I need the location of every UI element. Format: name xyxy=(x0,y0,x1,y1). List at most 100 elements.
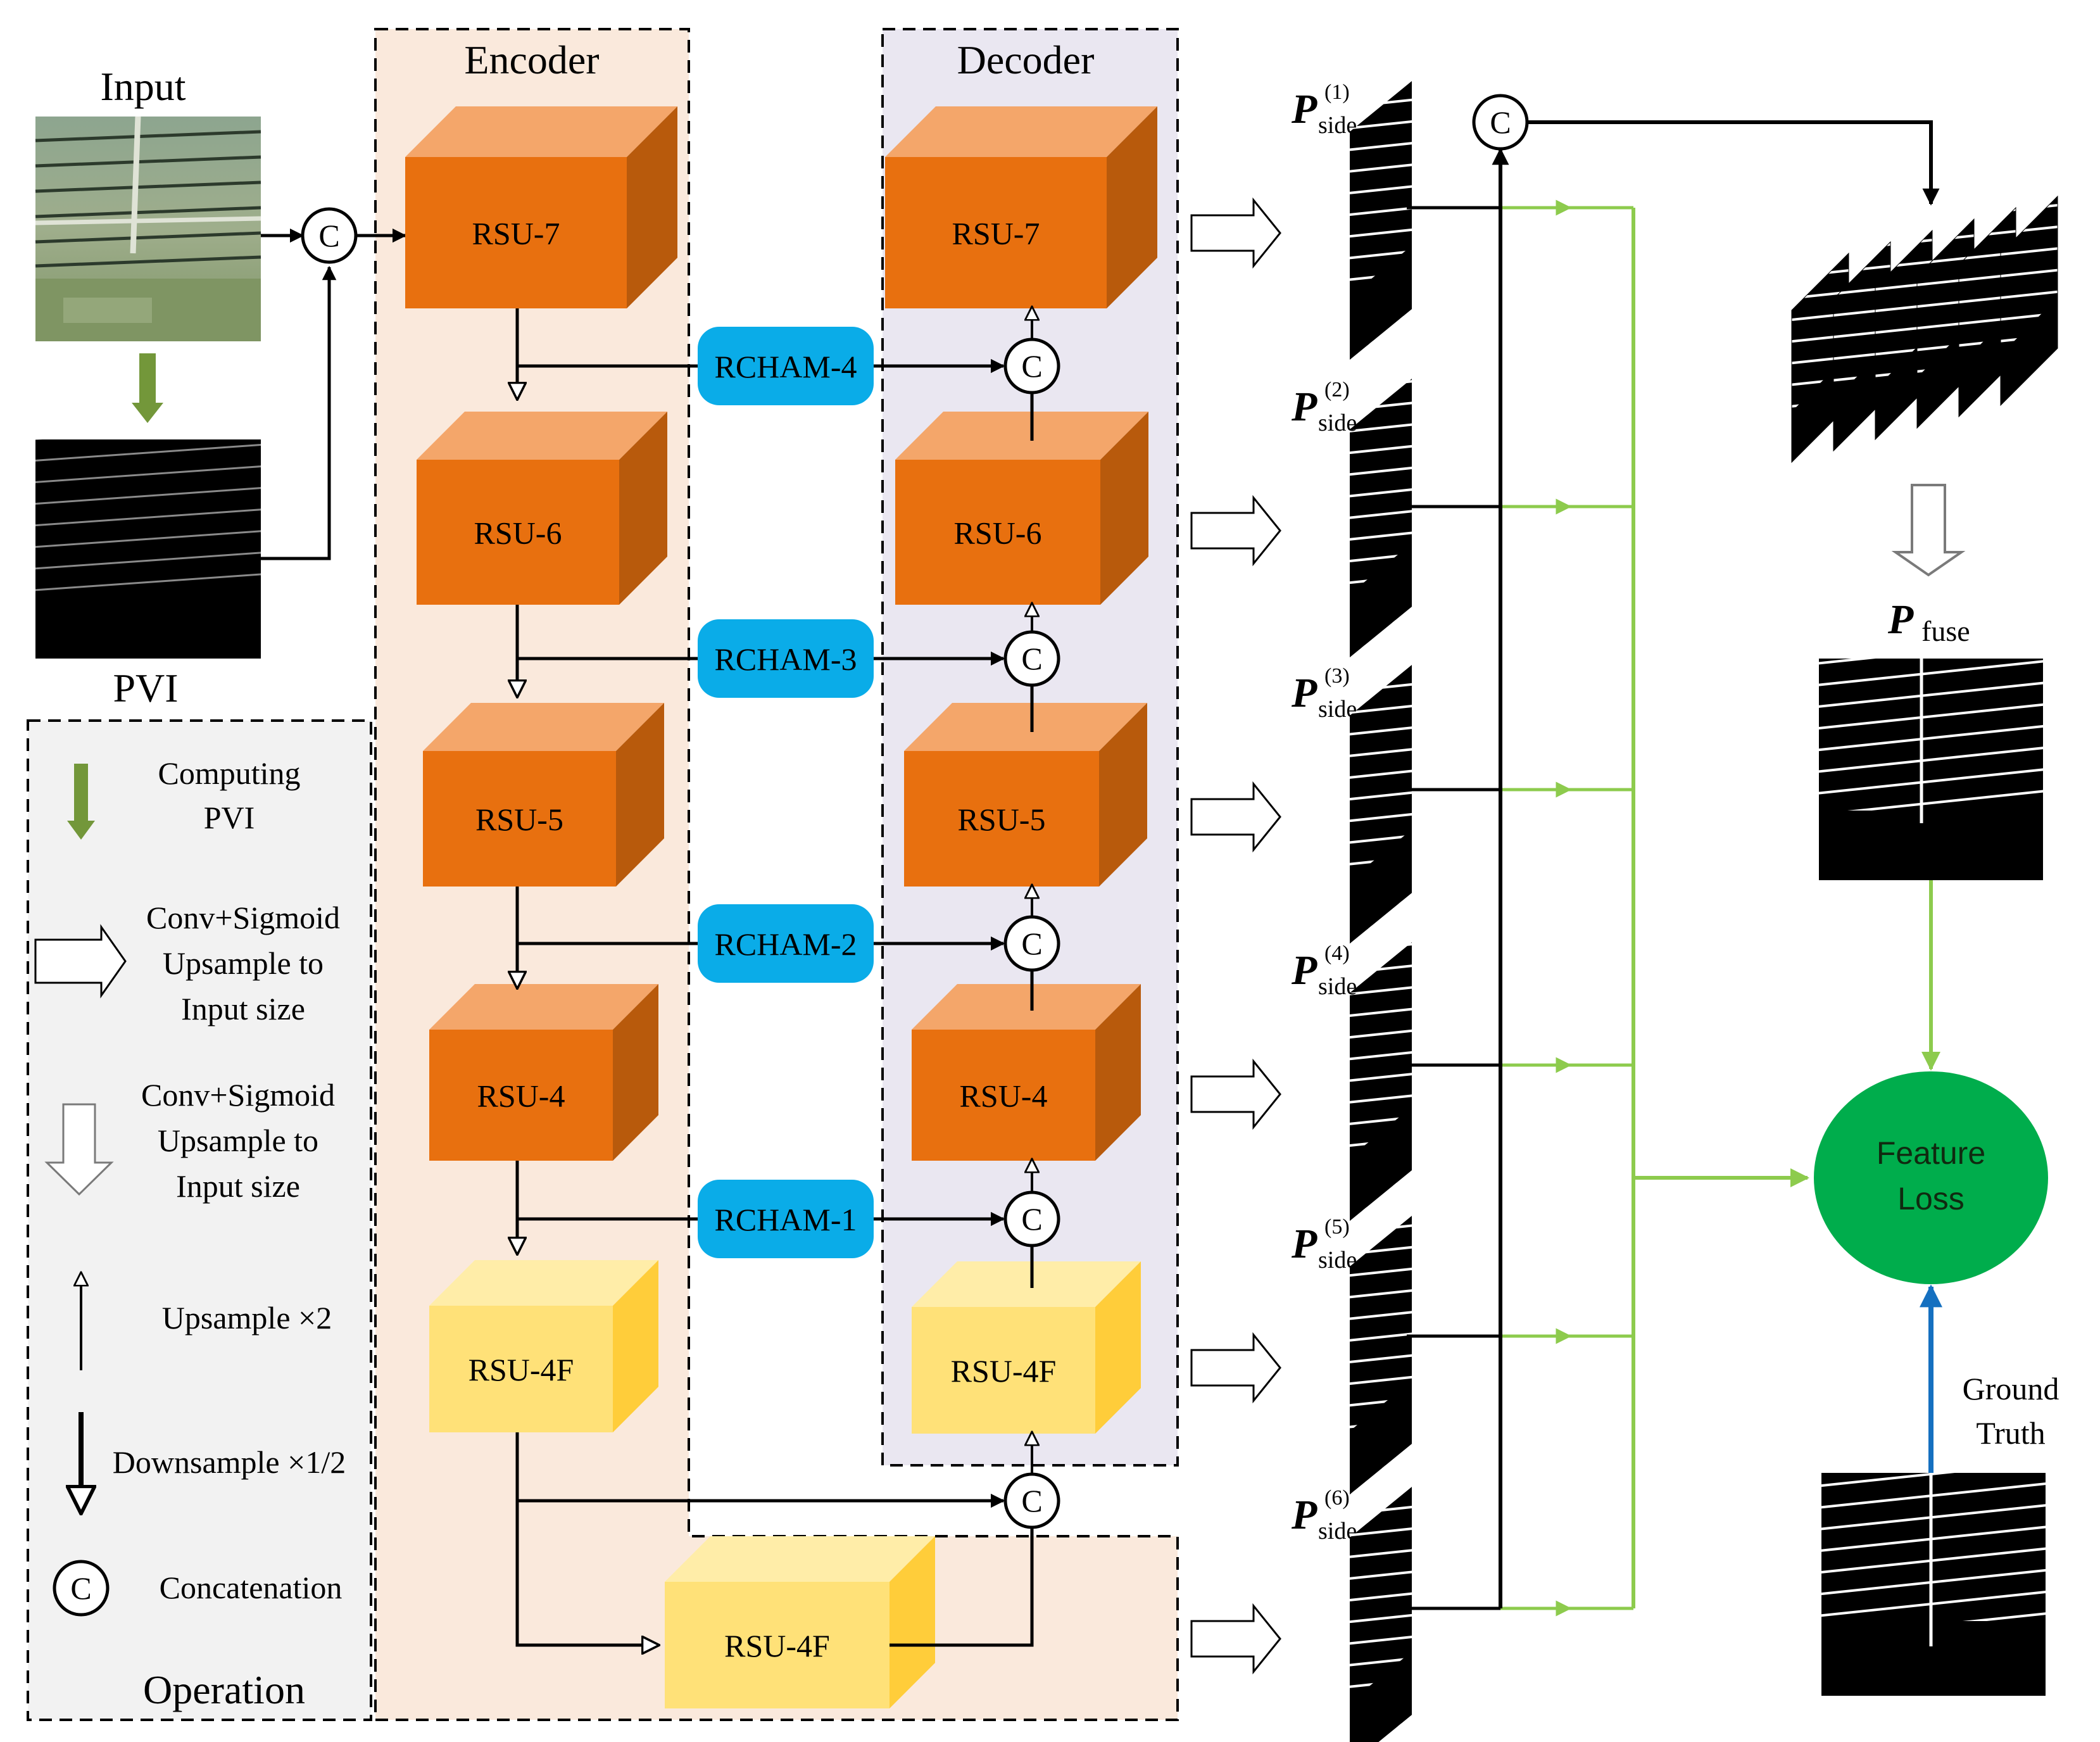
encoder-block-5: RSU-4F xyxy=(429,1260,658,1432)
encoder-block-2: RSU-6 xyxy=(417,412,667,605)
svg-text:C: C xyxy=(1490,104,1511,140)
side-upsample-arrow xyxy=(1190,1058,1281,1130)
ground-truth-label-2: Truth xyxy=(1976,1415,2045,1451)
svg-text:C: C xyxy=(1021,1201,1042,1237)
encoder-block-3: RSU-5 xyxy=(423,703,664,887)
decoder-concat-2: C xyxy=(1003,603,1060,732)
decoder-label: Decoder xyxy=(957,37,1095,82)
legend-pvi-text-1: Computing xyxy=(158,755,300,791)
encoder-block-1: RSU-7 xyxy=(405,106,677,308)
side-output-5: P (5) side xyxy=(1190,1215,1633,1494)
legend-concat-icon: C xyxy=(53,1560,110,1617)
input-label: Input xyxy=(100,64,185,109)
svg-text:C: C xyxy=(318,218,339,253)
side-label-main: P xyxy=(1291,384,1317,430)
decoder-block-2: RSU-6 xyxy=(895,412,1148,605)
side-output-3: P (3) side xyxy=(1190,664,1633,944)
legend-concat-text: Concatenation xyxy=(160,1570,343,1605)
input-concat-node: C xyxy=(301,207,358,264)
decoder-block-4: RSU-4 xyxy=(912,984,1141,1161)
legend: Computing PVI Conv+Sigmoid Upsample to I… xyxy=(34,755,346,1712)
decoder-concat-4: C xyxy=(1003,1159,1060,1288)
rcham-label: RCHAM-3 xyxy=(714,641,857,677)
legend-fuse-text-1: Conv+Sigmoid xyxy=(141,1077,335,1113)
svg-text:fuse: fuse xyxy=(1921,615,1970,647)
rcham-module-3: RCHAM-3 xyxy=(698,619,874,698)
decoder-block-5-label: RSU-4F xyxy=(951,1353,1057,1389)
svg-text:C: C xyxy=(1021,1483,1042,1518)
side-label-sup: (1) xyxy=(1324,80,1350,104)
rcham-label: RCHAM-1 xyxy=(714,1202,857,1237)
decoder-concat-nodes: C C C C C xyxy=(1003,307,1060,1529)
concat-to-stack-arrow xyxy=(1527,120,1940,206)
pvi-image xyxy=(35,439,261,659)
rcham-module-1: RCHAM-1 xyxy=(698,1180,874,1258)
encoder-label: Encoder xyxy=(464,37,599,82)
rcham-module-4: RCHAM-4 xyxy=(698,327,874,405)
decoder-block-1-label: RSU-7 xyxy=(952,216,1040,251)
legend-upsample-text: Upsample ×2 xyxy=(162,1300,332,1335)
p-fuse-label: P fuse xyxy=(1887,596,1970,647)
side-label-main: P xyxy=(1291,86,1317,132)
side-upsample-arrow xyxy=(1190,781,1281,853)
decoder-concat-1: C xyxy=(1003,307,1060,441)
side-upsample-arrow xyxy=(1190,197,1281,269)
svg-text:P: P xyxy=(1887,596,1914,643)
pvi-to-concat-arrow xyxy=(261,265,337,560)
svg-text:Loss: Loss xyxy=(1897,1181,1965,1216)
decoder-block-5: RSU-4F xyxy=(912,1261,1141,1434)
legend-region xyxy=(27,719,372,1721)
encoder-connections xyxy=(517,308,1034,1645)
ground-truth-label-1: Ground xyxy=(1963,1371,2059,1406)
side-output-1: P (1) side xyxy=(1190,80,1633,360)
side-outputs: P(1)sideP(2)sideP(3)sideP(4)sideP(5)side… xyxy=(1190,80,1633,1742)
side-output-6: P(6)side xyxy=(1190,1486,1633,1742)
side-upsample-arrow xyxy=(1190,1603,1281,1675)
fuse-concat-node: C xyxy=(1472,94,1529,151)
legend-fuse-text-3: Input size xyxy=(176,1168,300,1204)
svg-text:C: C xyxy=(1021,348,1042,384)
rcham-label: RCHAM-2 xyxy=(714,926,857,962)
side-label-sub: side xyxy=(1318,1247,1357,1273)
legend-side-text-1: Conv+Sigmoid xyxy=(146,900,340,935)
rcham-label: RCHAM-4 xyxy=(714,349,857,384)
side-label-sub: side xyxy=(1318,696,1357,723)
decoder-concat-5: C xyxy=(1003,1432,1060,1529)
pvi-compute-arrowhead xyxy=(132,403,163,423)
encoder-block-2-label: RSU-6 xyxy=(474,515,562,551)
side-label-main: P xyxy=(1291,1221,1317,1267)
pvi-label: PVI xyxy=(113,666,178,710)
side-upsample-arrow xyxy=(1190,1332,1281,1404)
side-label-sup: (5) xyxy=(1324,1215,1350,1239)
decoder-block-1: RSU-7 xyxy=(885,106,1157,308)
decoder-block-2-label: RSU-6 xyxy=(954,515,1042,551)
svg-text:C: C xyxy=(1021,926,1042,961)
side-label-sup: (4) xyxy=(1324,942,1350,965)
bottom-block-label: RSU-4F xyxy=(724,1628,830,1663)
legend-side-text-2: Upsample to xyxy=(163,945,324,981)
fuse-upsample-arrow xyxy=(1891,484,1966,577)
encoder-block-1-label: RSU-7 xyxy=(472,216,560,251)
side-output-2: P(2)side xyxy=(1190,378,1633,657)
svg-text:Feature: Feature xyxy=(1877,1135,1985,1171)
legend-fuse-text-2: Upsample to xyxy=(158,1123,318,1158)
legend-side-text-3: Input size xyxy=(181,991,305,1026)
decoder-block-4-label: RSU-4 xyxy=(960,1078,1048,1114)
side-output-4: P(4)side xyxy=(1190,942,1633,1221)
side-upsample-arrow xyxy=(1190,495,1281,567)
encoder-block-4-label: RSU-4 xyxy=(477,1078,565,1114)
side-label-sub: side xyxy=(1318,112,1357,139)
side-label-sub: side xyxy=(1318,973,1357,1000)
side-label-sup: (2) xyxy=(1324,378,1350,401)
decoder-block-3-label: RSU-5 xyxy=(958,802,1046,837)
side-label-sup: (6) xyxy=(1324,1486,1350,1510)
side-label-sup: (3) xyxy=(1324,664,1350,688)
encoder-block-5-label: RSU-4F xyxy=(468,1352,574,1387)
encoder-block-4: RSU-4 xyxy=(429,984,658,1161)
side-label-main: P xyxy=(1291,670,1317,716)
legend-title: Operation xyxy=(143,1667,305,1712)
ground-truth-image xyxy=(1821,1473,2046,1696)
